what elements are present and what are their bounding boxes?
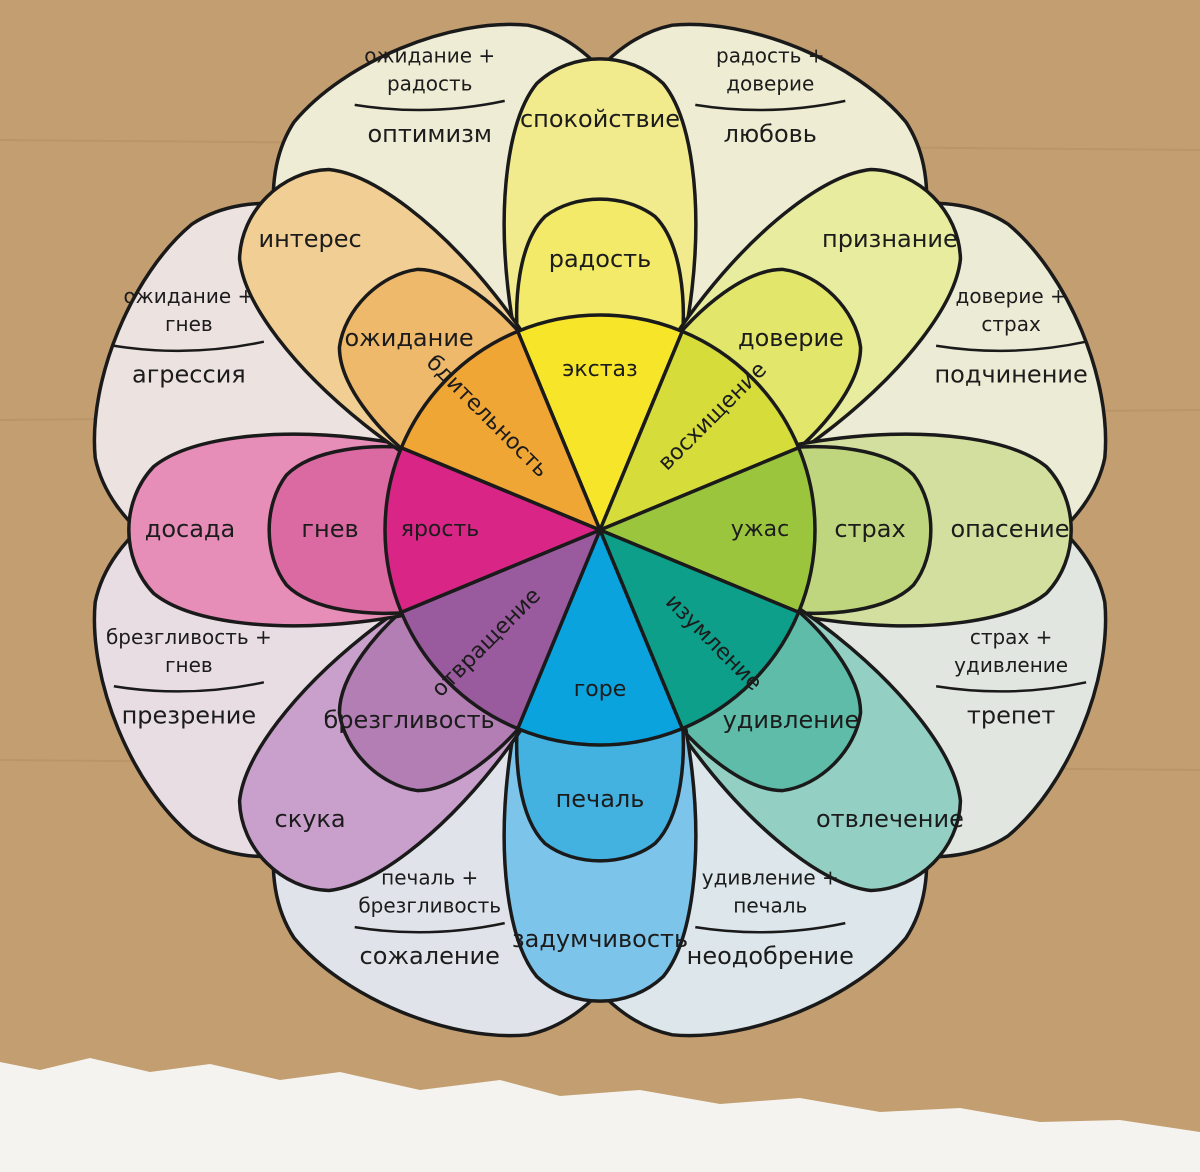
core-joy: [515, 313, 685, 532]
petal-core-wedge: [383, 445, 602, 615]
core-disgust: [399, 528, 602, 731]
petal-label-core: ярость: [401, 517, 480, 542]
petal-label-outer: признание: [822, 225, 958, 253]
core-fear: [598, 445, 817, 615]
dyad-formula-line2: гнев: [165, 653, 213, 677]
petal-label-middle: доверие: [738, 324, 844, 352]
dyad-formula-line2: печаль: [733, 894, 807, 918]
core-anger: [383, 445, 602, 615]
petal-label-outer: досада: [145, 515, 235, 543]
petal-core-wedge: [399, 329, 602, 532]
petal-label-outer: скука: [275, 805, 346, 833]
petal-label-middle: удивление: [723, 706, 860, 734]
dyad-divider: [935, 681, 1087, 693]
dyad-formula-line1: печаль +: [381, 866, 478, 890]
dyad-label: агрессия: [132, 361, 246, 389]
core-sadness: [515, 528, 685, 747]
dyad-formula-line2: гнев: [165, 312, 213, 336]
petal-label-core: ужас: [731, 517, 789, 542]
petal-label-outer: интерес: [258, 225, 361, 253]
dyad-formula-line2: радость: [387, 71, 472, 95]
petal-label-outer: отвлечение: [816, 805, 964, 833]
petal-label-core: горе: [574, 677, 627, 702]
dyad-label: неодобрение: [687, 942, 854, 970]
dyad-divider: [695, 921, 846, 934]
dyad-label: любовь: [724, 120, 817, 148]
dyad-divider: [935, 340, 1087, 353]
dyad-formula-line2: брезгливость: [358, 894, 501, 918]
petal-label-middle: брезгливость: [323, 706, 494, 734]
dyad-formula-line1: удивление +: [702, 866, 839, 890]
petal-core-wedge: [399, 528, 602, 731]
dyad-formula-line1: доверие +: [955, 284, 1066, 308]
dyad-formula-line1: ожидание +: [123, 284, 254, 308]
petal-label-outer: опасение: [950, 515, 1069, 543]
core-surprise: [598, 528, 801, 731]
dyad-formula-line1: ожидание +: [364, 43, 495, 67]
dyad-formula-line1: страх +: [970, 625, 1053, 649]
dyad-label: сожаление: [360, 942, 500, 970]
petal-label-outer: задумчивость: [512, 925, 688, 953]
petal-label-middle: радость: [549, 245, 652, 273]
dyad-label: оптимизм: [367, 120, 492, 148]
dyad-formula-line2: страх: [981, 312, 1041, 336]
petal-core-wedge: [515, 528, 685, 747]
dyad-label: подчинение: [934, 361, 1087, 389]
dyad-label: презрение: [122, 701, 257, 729]
dyad-label: трепет: [967, 701, 1055, 729]
petal-core-wedge: [598, 528, 801, 731]
petal-label-middle: ожидание: [344, 324, 473, 352]
core-trust: [598, 329, 801, 532]
petal-core-wedge: [515, 313, 685, 532]
core-anticipation: [399, 329, 602, 532]
dyad-formula-line1: брезгливость +: [106, 625, 272, 649]
petal-label-core: экстаз: [562, 357, 637, 382]
torn-paper-edge: [0, 1058, 1200, 1172]
dyad-divider: [695, 99, 846, 112]
dyad-formula-line1: радость +: [716, 43, 825, 67]
dyad-divider: [113, 340, 265, 353]
petal-core-wedge: [598, 445, 817, 615]
emotion-petals: [127, 57, 1073, 1003]
petal-label-middle: страх: [834, 515, 905, 543]
dyad-formula-line2: удивление: [954, 653, 1068, 677]
petal-label-middle: гнев: [301, 515, 358, 543]
petal-label-middle: печаль: [556, 785, 645, 813]
dyad-divider: [354, 99, 505, 112]
dyad-formula-line2: доверие: [726, 71, 814, 95]
dyad-divider: [354, 921, 505, 934]
petal-label-outer: спокойствие: [520, 105, 680, 133]
petal-core-wedge: [598, 329, 801, 532]
dyad-divider: [113, 681, 265, 693]
